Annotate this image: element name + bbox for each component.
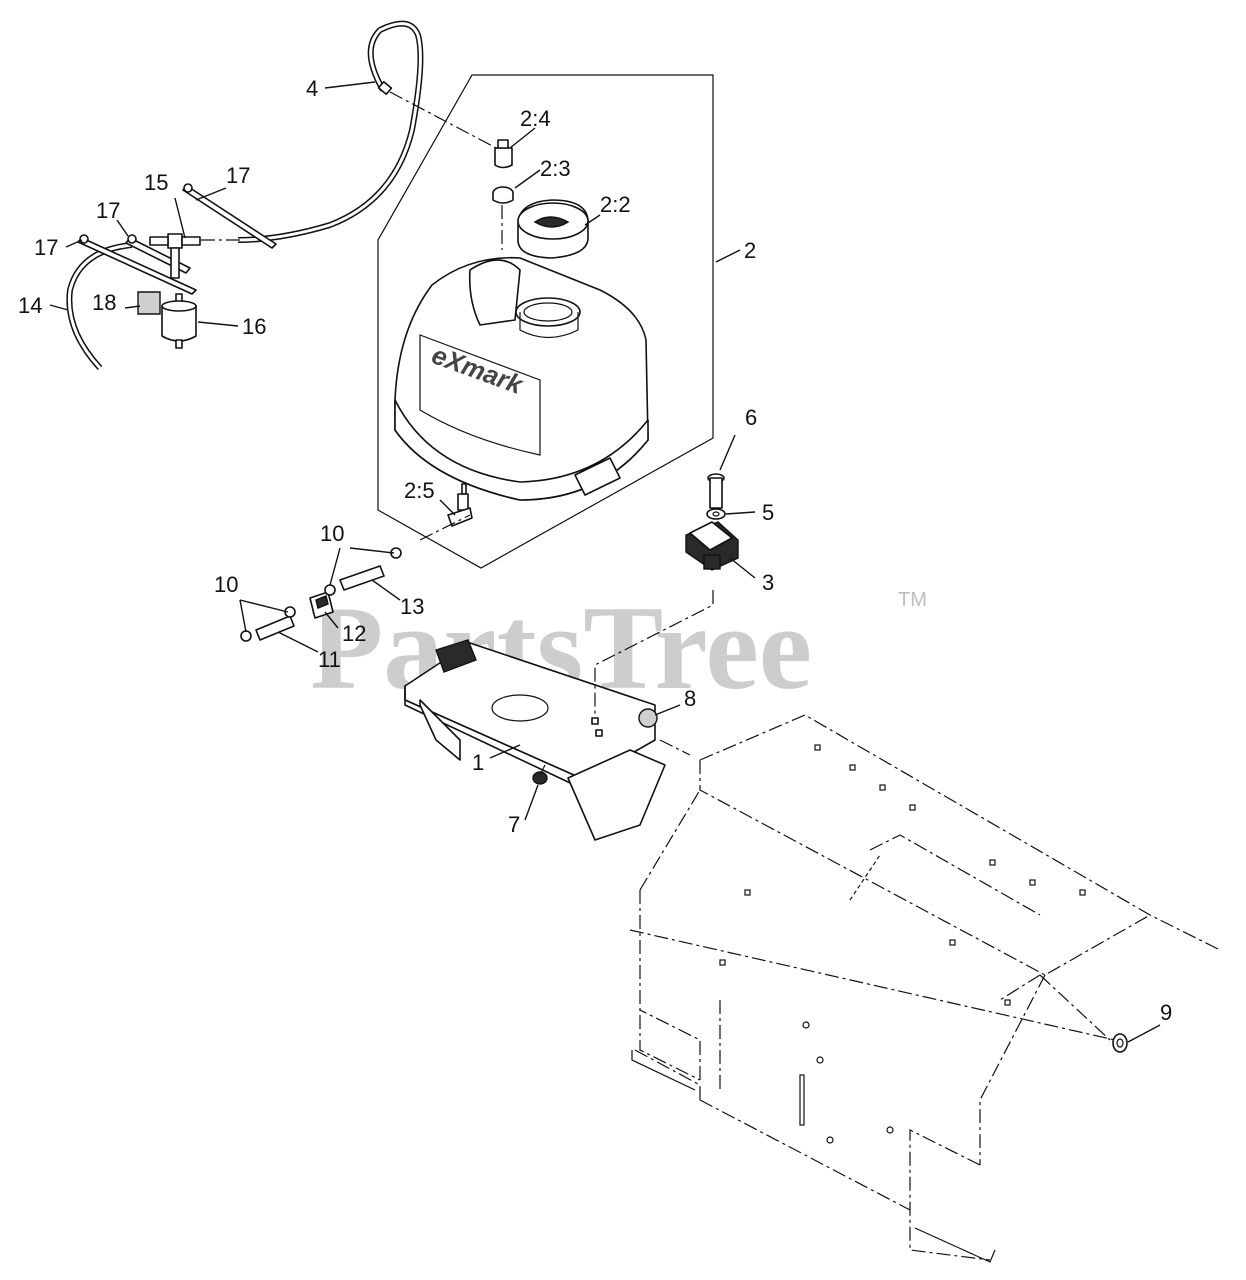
assembly-lines	[200, 91, 1111, 1041]
callout-16: 16	[242, 314, 266, 339]
callout-4: 4	[306, 76, 318, 101]
callout-2: 2	[744, 238, 756, 263]
bolt[interactable]	[707, 473, 725, 509]
hose-end	[377, 80, 393, 96]
tank-bracket[interactable]	[685, 521, 739, 571]
callout-17-c: 17	[34, 235, 58, 260]
washer[interactable]	[706, 508, 726, 520]
watermark-trademark: TM	[898, 589, 927, 611]
callout-17-a: 17	[226, 163, 250, 188]
callout-2-3: 2:3	[540, 156, 571, 181]
leader-lines	[49, 81, 1161, 1043]
callout-2-4: 2:4	[520, 106, 551, 131]
callout-14: 14	[18, 293, 42, 318]
callout-8: 8	[684, 686, 696, 711]
fuel-tank[interactable]: eXmark	[394, 256, 649, 501]
callout-15: 15	[144, 170, 168, 195]
callout-12: 12	[342, 621, 366, 646]
callout-3: 3	[762, 570, 774, 595]
spacer[interactable]	[1112, 1033, 1128, 1053]
callout-11: 11	[318, 647, 341, 672]
callout-2-5: 2:5	[404, 478, 435, 503]
fuel-cap[interactable]	[517, 199, 589, 259]
callout-10-upper: 10	[320, 521, 344, 546]
outlet-fitting[interactable]	[447, 483, 473, 527]
callout-2-2: 2:2	[600, 192, 631, 217]
cable-ties[interactable]	[77, 183, 277, 295]
hose-segment-11[interactable]	[255, 615, 295, 641]
label-sticker	[137, 291, 161, 315]
callout-5: 5	[762, 500, 774, 525]
callout-9: 9	[1160, 1000, 1172, 1025]
nut[interactable]	[532, 771, 548, 785]
callout-17-b: 17	[96, 198, 120, 223]
callout-7: 7	[508, 812, 520, 837]
vent-hose[interactable]	[237, 20, 424, 243]
callout-18: 18	[92, 290, 116, 315]
hose-segment-13[interactable]	[339, 565, 385, 591]
callout-13: 13	[400, 594, 424, 619]
grommet[interactable]	[492, 186, 514, 204]
vent-fitting[interactable]	[494, 139, 513, 169]
shutoff-valve[interactable]	[309, 591, 334, 619]
tank-group-outline	[377, 74, 714, 569]
knob[interactable]	[638, 708, 658, 728]
chassis-frame	[629, 714, 1221, 1263]
callout-labels: 4 2:4 2:3 2:2 2 2:5 6 5 3 10 10 13 12 11…	[18, 76, 1172, 1025]
tee-fitting[interactable]	[149, 233, 201, 279]
callout-6: 6	[745, 405, 757, 430]
fuel-filter[interactable]	[161, 293, 197, 349]
callout-1: 1	[472, 750, 484, 775]
callout-10-lower: 10	[214, 572, 238, 597]
mounting-plate[interactable]	[404, 639, 666, 841]
